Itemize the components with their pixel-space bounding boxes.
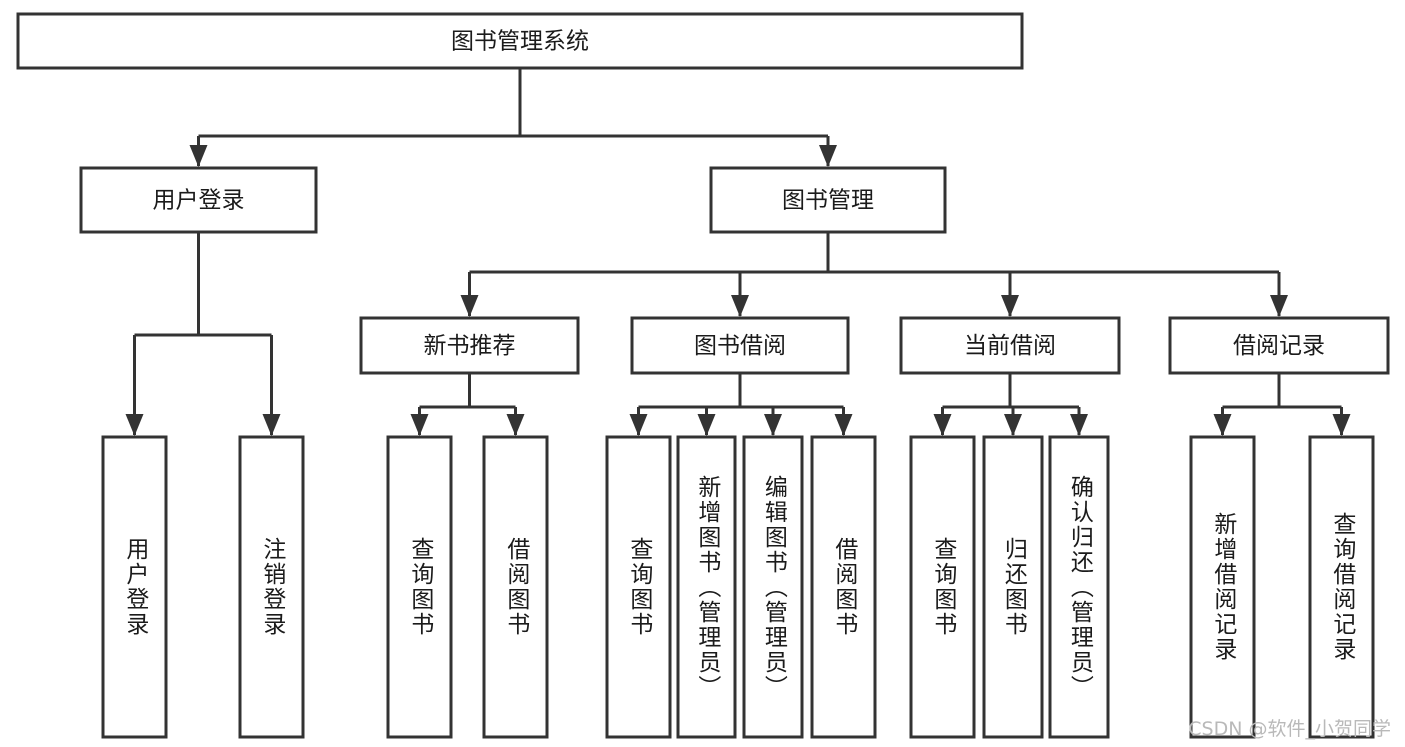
leaf-node-leaf-edit-book-box[interactable]: [742, 435, 804, 739]
leaf-node-leaf-confirm-return[interactable]: [1048, 435, 1110, 739]
node-book-borrow-label: 图书借阅: [694, 333, 786, 359]
node-user-login-label: 用户登录: [153, 188, 245, 214]
arrow-head-icon: [764, 414, 782, 436]
leaf-node-leaf-query-record-box[interactable]: [1308, 435, 1375, 739]
arrow-head-icon: [1332, 414, 1351, 436]
node-root-label: 图书管理系统: [451, 29, 589, 55]
leaf-node-leaf-borrow-book-2[interactable]: [810, 435, 877, 739]
node-borrow-record-box[interactable]: [1168, 316, 1390, 375]
arrow-head-icon: [834, 414, 853, 436]
node-book-borrow-box[interactable]: [630, 316, 850, 375]
arrow-head-icon: [506, 414, 525, 436]
node-borrow-record-label: 借阅记录: [1233, 333, 1325, 359]
leaf-node-leaf-query-book-1[interactable]: [386, 435, 453, 739]
leaf-node-leaf-query-record[interactable]: [1308, 435, 1375, 739]
arrow-head-icon: [125, 414, 144, 436]
leaf-node-leaf-query-book-2[interactable]: [605, 435, 672, 739]
node-book-manage[interactable]: 图书管理: [709, 166, 947, 234]
node-user-login[interactable]: 用户登录: [79, 166, 318, 234]
arrow-head-icon: [1270, 295, 1288, 317]
arrow-head-icon: [410, 414, 429, 436]
arrow-head-icon: [1213, 414, 1232, 436]
node-root[interactable]: 图书管理系统: [16, 12, 1024, 70]
arrow-head-icon: [189, 145, 208, 167]
arrow-head-icon: [819, 145, 837, 167]
arrow-head-icon: [1070, 414, 1088, 436]
leaf-node-leaf-borrow-book-1[interactable]: [482, 435, 549, 739]
leaf-node-leaf-user-login-box[interactable]: [101, 435, 168, 739]
node-new-book-rec-box[interactable]: [359, 316, 580, 375]
leaf-node-leaf-add-book-box[interactable]: [676, 435, 737, 739]
arrow-head-icon: [933, 414, 952, 436]
arrow-head-icon: [629, 414, 648, 436]
node-new-book-rec-label: 新书推荐: [424, 333, 516, 359]
arrow-head-icon: [1004, 414, 1022, 436]
leaf-node-leaf-edit-book[interactable]: [742, 435, 804, 739]
arrow-head-icon: [460, 295, 479, 317]
node-book-manage-label: 图书管理: [782, 188, 874, 214]
leaf-node-leaf-return-book[interactable]: [982, 435, 1044, 739]
arrow-head-icon: [262, 414, 281, 436]
leaf-node-leaf-query-book-3-box[interactable]: [909, 435, 976, 739]
leaf-node-leaf-query-book-1-box[interactable]: [386, 435, 453, 739]
node-user-login-box[interactable]: [79, 166, 318, 234]
arrow-head-icon: [1001, 295, 1019, 317]
leaf-node-leaf-borrow-book-2-box[interactable]: [810, 435, 877, 739]
leaf-node-leaf-return-book-box[interactable]: [982, 435, 1044, 739]
leaf-node-leaf-confirm-return-box[interactable]: [1048, 435, 1110, 739]
node-borrow-record[interactable]: 借阅记录: [1168, 316, 1390, 375]
leaf-node-leaf-add-record[interactable]: [1189, 435, 1256, 739]
edge-layer: [125, 68, 1351, 436]
leaf-node-leaf-user-login[interactable]: [101, 435, 168, 739]
node-book-manage-box[interactable]: [709, 166, 947, 234]
node-book-borrow[interactable]: 图书借阅: [630, 316, 850, 375]
node-current-borrow-box[interactable]: [899, 316, 1121, 375]
watermark-text: CSDN @软件_小贺同学: [1188, 718, 1391, 740]
node-root-box[interactable]: [16, 12, 1024, 70]
leaf-node-leaf-user-logout[interactable]: [238, 435, 305, 739]
leaf-node-leaf-add-record-box[interactable]: [1189, 435, 1256, 739]
leaf-node-leaf-user-logout-box[interactable]: [238, 435, 305, 739]
node-current-borrow[interactable]: 当前借阅: [899, 316, 1121, 375]
arrow-head-icon: [697, 414, 716, 436]
leaf-node-leaf-borrow-book-1-box[interactable]: [482, 435, 549, 739]
arrow-head-icon: [731, 295, 749, 317]
leaf-node-leaf-query-book-2-box[interactable]: [605, 435, 672, 739]
node-current-borrow-label: 当前借阅: [964, 333, 1056, 359]
leaf-node-leaf-query-book-3[interactable]: [909, 435, 976, 739]
node-new-book-rec[interactable]: 新书推荐: [359, 316, 580, 375]
leaf-node-leaf-add-book[interactable]: [676, 435, 737, 739]
